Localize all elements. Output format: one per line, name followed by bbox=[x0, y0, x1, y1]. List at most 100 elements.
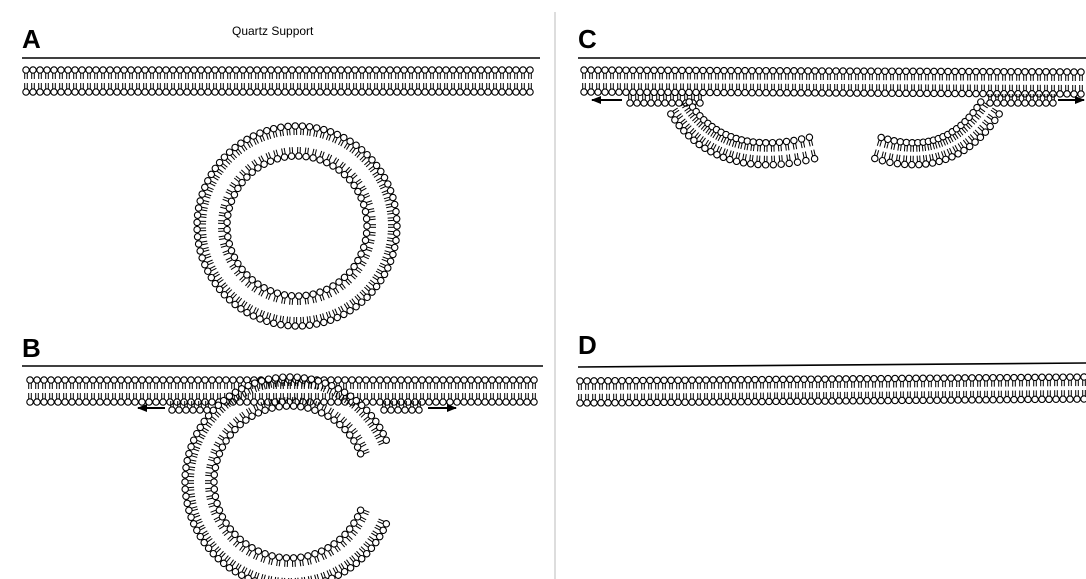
lipid-molecule bbox=[843, 392, 849, 404]
lipid-molecule bbox=[878, 375, 884, 387]
lipid-molecule bbox=[34, 393, 40, 405]
lipid-molecule bbox=[121, 83, 127, 95]
lipid-molecule bbox=[191, 67, 197, 79]
lipid-molecule bbox=[700, 67, 706, 79]
lipid-molecule bbox=[623, 67, 629, 79]
lipid-molecule bbox=[436, 67, 442, 79]
lipid-molecule bbox=[345, 83, 351, 95]
lipid-molecule bbox=[285, 316, 292, 329]
lipid-molecule bbox=[268, 67, 274, 79]
lipid-molecule bbox=[738, 377, 744, 389]
lipid-molecule bbox=[527, 83, 533, 95]
lipid-molecule bbox=[182, 471, 195, 478]
lipid-molecule bbox=[419, 377, 425, 389]
lipid-molecule bbox=[384, 377, 390, 389]
lipid-molecule bbox=[731, 377, 737, 389]
lipid-molecule bbox=[111, 377, 117, 389]
lipid-molecule bbox=[216, 377, 222, 389]
lipid-molecule bbox=[454, 377, 460, 389]
lipid-molecule bbox=[170, 67, 176, 79]
lipid-molecule bbox=[917, 68, 923, 80]
lipid-molecule bbox=[198, 83, 204, 95]
lipid-molecule bbox=[356, 377, 362, 389]
lipid-molecule bbox=[254, 83, 260, 95]
lipid-molecule bbox=[475, 393, 481, 405]
lipid-molecule bbox=[30, 67, 36, 79]
lipid-molecule bbox=[707, 84, 713, 96]
lipid-molecule bbox=[822, 392, 828, 404]
panel-c: C bbox=[578, 24, 1086, 168]
lipid-molecule bbox=[899, 375, 905, 387]
lipid-molecule bbox=[391, 377, 397, 389]
lipid-molecule bbox=[363, 377, 369, 389]
lipid-molecule bbox=[1078, 69, 1084, 81]
lipid-molecule bbox=[854, 84, 860, 96]
lipid-molecule bbox=[277, 315, 285, 328]
lipid-molecule bbox=[896, 84, 902, 96]
lipid-molecule bbox=[202, 377, 208, 389]
lipid-molecule bbox=[892, 375, 898, 387]
lipid-molecule bbox=[686, 67, 692, 79]
lipid-molecule bbox=[742, 84, 748, 96]
lipid-molecule bbox=[609, 67, 615, 79]
lipid-molecule bbox=[97, 393, 103, 405]
lipid-molecule bbox=[433, 393, 439, 405]
lipid-molecule bbox=[97, 377, 103, 389]
lipid-molecule bbox=[577, 378, 583, 390]
lipid-molecule bbox=[496, 377, 502, 389]
lipid-molecule bbox=[717, 377, 723, 389]
lipid-molecule bbox=[686, 83, 692, 95]
lipid-molecule bbox=[1057, 69, 1063, 81]
lipid-molecule bbox=[801, 392, 807, 404]
lipid-molecule bbox=[724, 377, 730, 389]
lipid-molecule bbox=[188, 393, 194, 405]
lipid-molecule bbox=[955, 375, 961, 387]
lipid-molecule bbox=[139, 377, 145, 389]
lipid-molecule bbox=[857, 392, 863, 404]
lipid-molecule bbox=[408, 83, 414, 95]
lipid-molecule bbox=[665, 83, 671, 95]
lipid-molecule bbox=[415, 67, 421, 79]
lipid-molecule bbox=[889, 68, 895, 80]
lipid-molecule bbox=[160, 377, 166, 389]
lipid-molecule bbox=[770, 84, 776, 96]
lipid-molecule bbox=[763, 68, 769, 80]
lipid-molecule bbox=[387, 83, 393, 95]
lipid-molecule bbox=[457, 83, 463, 95]
panel-c-label: C bbox=[578, 24, 597, 54]
lipid-molecule bbox=[1008, 85, 1014, 97]
lipid-molecule bbox=[373, 83, 379, 95]
lipid-molecule bbox=[1074, 374, 1080, 386]
lipid-molecule bbox=[285, 123, 292, 136]
lipid-molecule bbox=[833, 68, 839, 80]
lipid-molecule bbox=[104, 393, 110, 405]
lipid-molecule bbox=[637, 83, 643, 95]
lipid-molecule bbox=[941, 391, 947, 403]
lipid-molecule bbox=[153, 393, 159, 405]
lipid-molecule bbox=[218, 233, 231, 241]
lipid-molecule bbox=[306, 575, 315, 579]
lipid-molecule bbox=[700, 84, 706, 96]
lipid-molecule bbox=[499, 67, 505, 79]
lipid-molecule bbox=[717, 393, 723, 405]
lipid-molecule bbox=[240, 67, 246, 79]
lipid-molecule bbox=[1039, 390, 1045, 402]
lipid-molecule bbox=[819, 68, 825, 80]
lipid-molecule bbox=[822, 376, 828, 388]
lipid-molecule bbox=[654, 377, 660, 389]
lipid-molecule bbox=[675, 377, 681, 389]
lipid-molecule bbox=[422, 83, 428, 95]
lipid-molecule bbox=[969, 375, 975, 387]
lipid-molecule bbox=[23, 67, 29, 79]
lipid-molecule bbox=[780, 376, 786, 388]
lipid-molecule bbox=[794, 376, 800, 388]
lipid-molecule bbox=[899, 391, 905, 403]
lipid-molecule bbox=[226, 67, 232, 79]
ruptured-vesicle-fragments bbox=[666, 98, 1003, 168]
lipid-molecule bbox=[513, 83, 519, 95]
lipid-molecule bbox=[612, 394, 618, 406]
lipid-molecule bbox=[290, 555, 297, 567]
lipid-molecule bbox=[1064, 69, 1070, 81]
lipid-molecule bbox=[756, 84, 762, 96]
